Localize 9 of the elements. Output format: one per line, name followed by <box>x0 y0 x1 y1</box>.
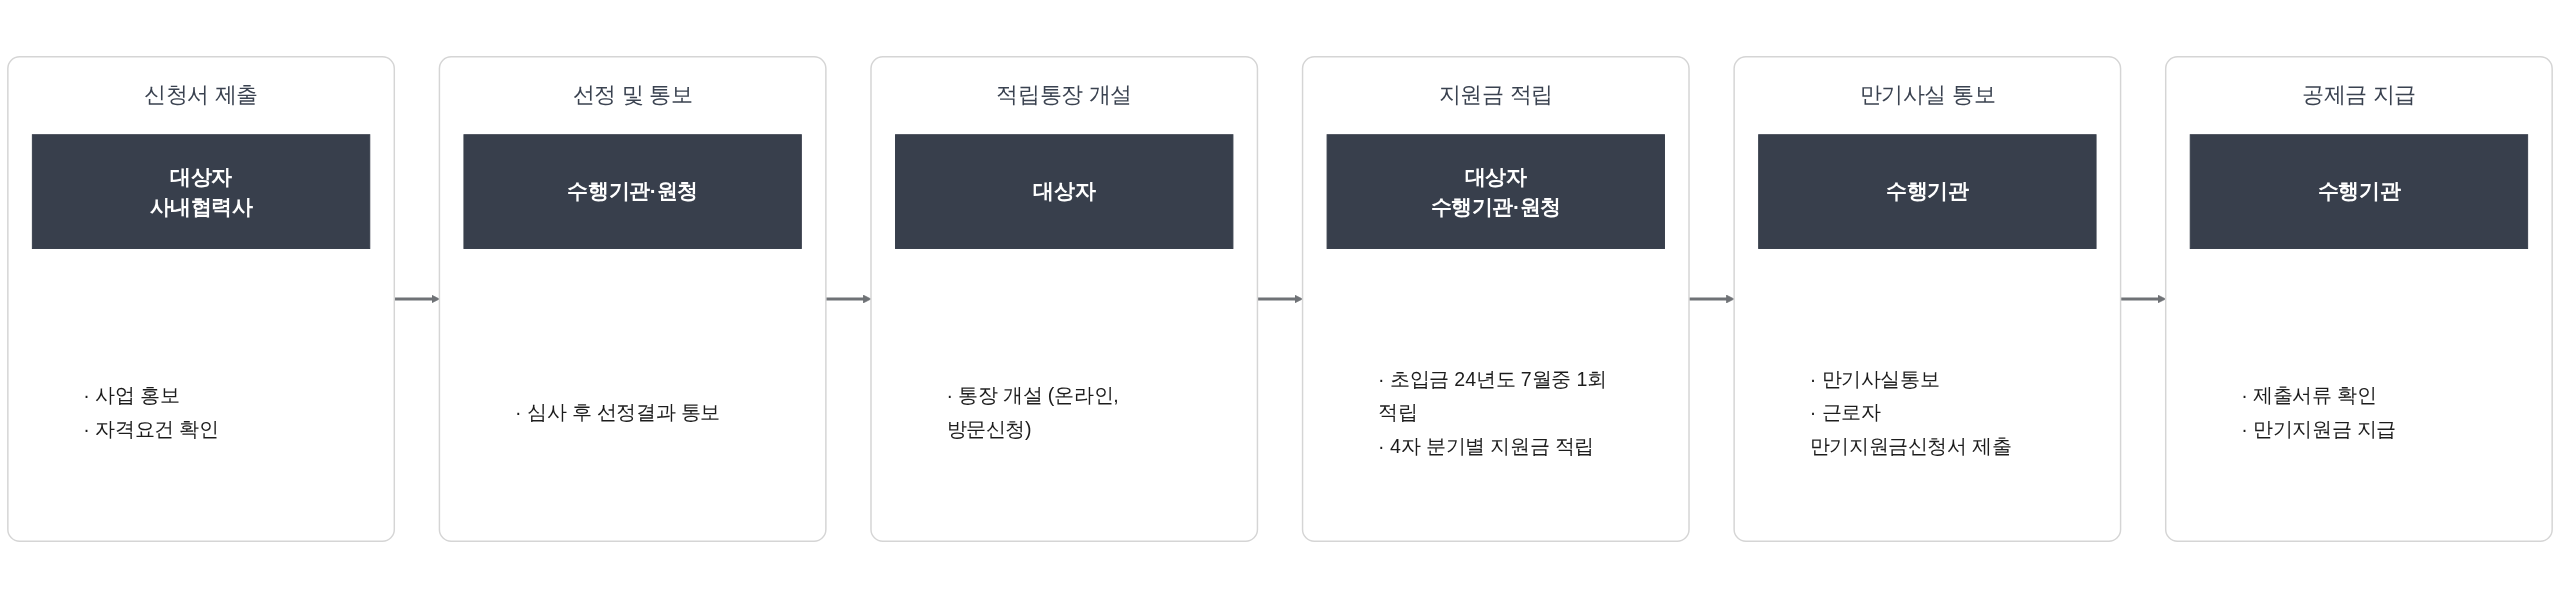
node-box: 수행기관 <box>2189 134 2529 249</box>
node-box: 대상자 <box>895 134 1234 249</box>
arrow <box>394 294 440 304</box>
node-box: 수행기관 <box>1758 134 2097 249</box>
node-box: 대상자 수행기관·원청 <box>1326 134 1665 249</box>
node-box: 수행기관·원청 <box>463 134 802 249</box>
arrow <box>1689 294 1735 304</box>
arrow <box>1257 294 1303 304</box>
node-box: 대상자 사내협력사 <box>31 134 371 249</box>
